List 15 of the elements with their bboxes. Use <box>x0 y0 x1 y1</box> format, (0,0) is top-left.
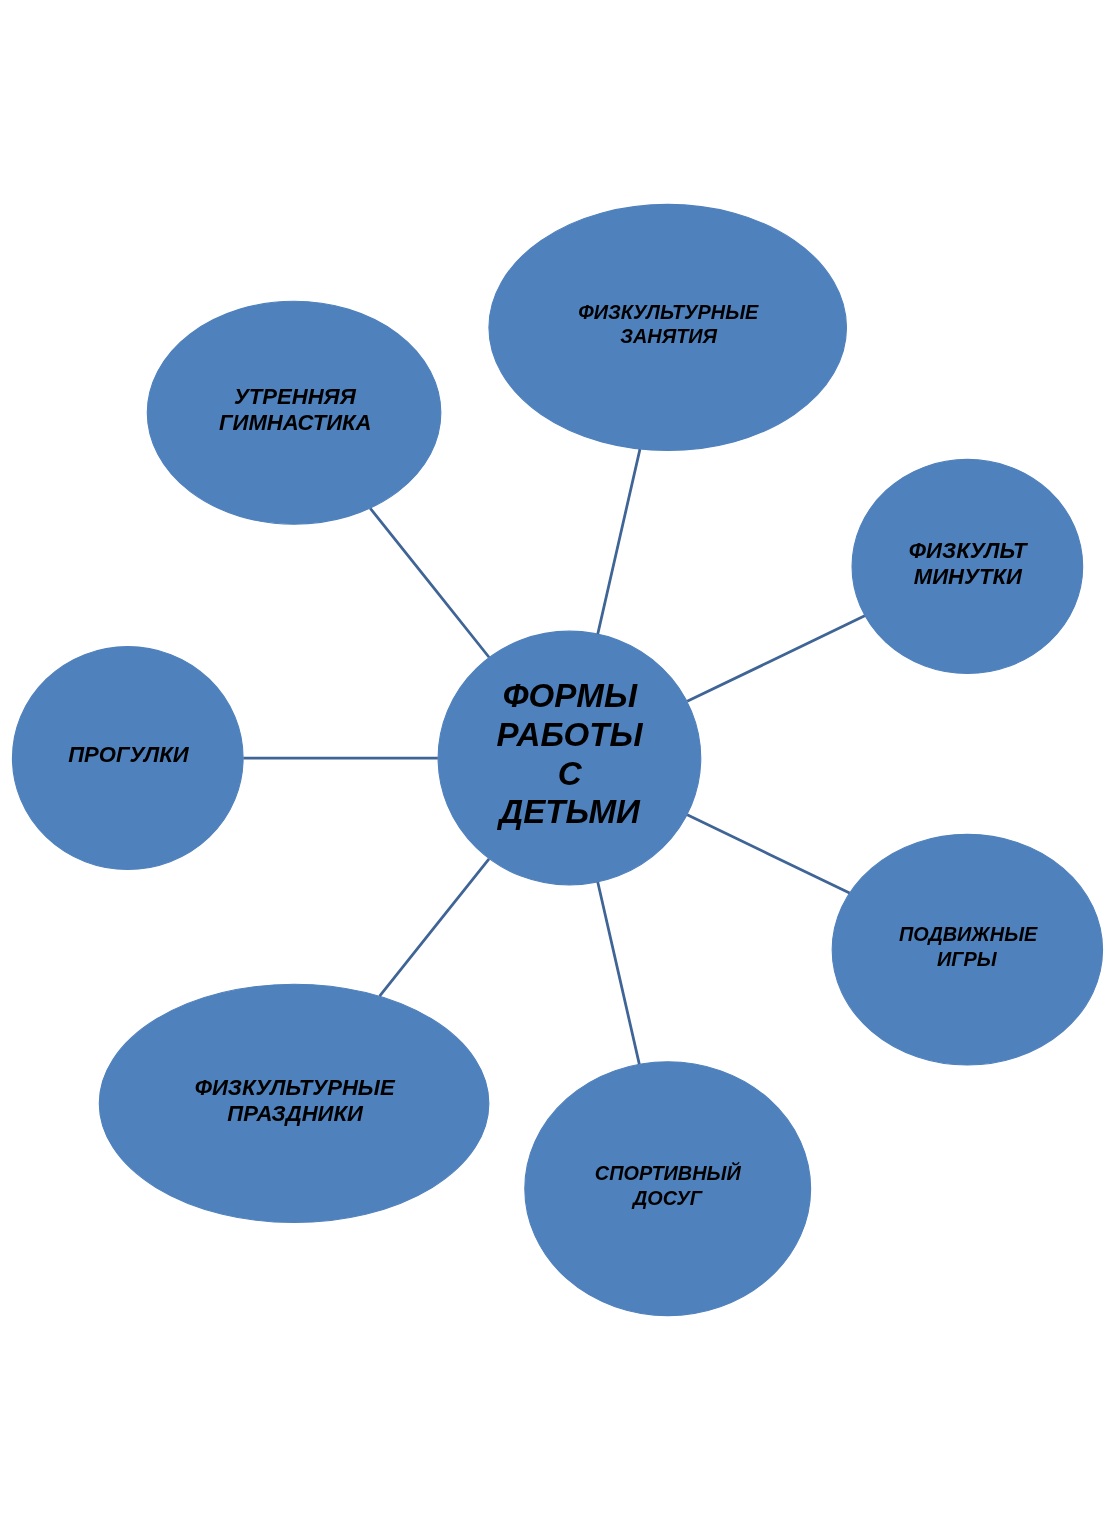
node-ellipse: ПОДВИЖНЫЕ ИГРЫ <box>831 833 1104 1066</box>
connector <box>378 858 491 997</box>
connector <box>686 813 851 895</box>
node-ellipse: УТРЕННЯЯ ГИМНАСТИКА <box>146 300 442 525</box>
connector <box>596 881 641 1065</box>
node-ellipse: ФИЗКУЛЬТУРНЫЕ ЗАНЯТИЯ <box>488 203 848 452</box>
node-ellipse: ФИЗКУЛЬТУРНЫЕ ПРАЗДНИКИ <box>98 983 490 1224</box>
connector <box>686 614 866 703</box>
node-circle: ФОРМЫ РАБОТЫ С ДЕТЬМИ <box>437 630 702 886</box>
connector <box>243 756 438 760</box>
connector <box>596 448 642 635</box>
node-circle: ПРОГУЛКИ <box>11 646 244 871</box>
node-circle: ФИЗКУЛЬТ МИНУТКИ <box>851 458 1084 675</box>
connector <box>369 507 491 659</box>
node-ellipse: СПОРТИВНЫЙ ДОСУГ <box>524 1061 812 1317</box>
